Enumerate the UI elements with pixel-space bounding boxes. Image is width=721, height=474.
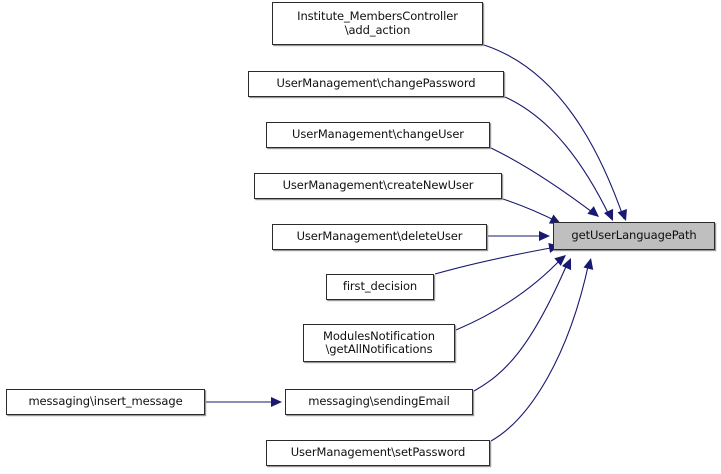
graph-node-deleteUser[interactable]: UserManagement\deleteUser (272, 224, 487, 250)
arrowhead-icon (583, 258, 594, 270)
graph-node-add_action[interactable]: Institute_MembersController \add_action (272, 2, 483, 45)
graph-edge-createNewUser-to-getUserLanguagePath (502, 198, 559, 223)
arrowhead-icon (539, 231, 550, 241)
graph-node-label: getUserLanguagePath (571, 228, 697, 243)
graph-edge-setPassword-to-getUserLanguagePath (490, 261, 590, 442)
graph-node-createNewUser[interactable]: UserManagement\createNewUser (254, 173, 502, 199)
arrowhead-icon (603, 208, 614, 221)
graph-node-label: UserManagement\setPassword (290, 445, 466, 460)
graph-node-label: UserManagement\deleteUser (296, 229, 463, 244)
graph-node-label: UserManagement\changeUser (292, 127, 464, 142)
arrowhead-icon (271, 397, 282, 407)
graph-node-setPassword[interactable]: UserManagement\setPassword (266, 440, 490, 466)
graph-node-label: messaging\sendingEmail (308, 394, 450, 409)
graph-node-getUserLanguagePath[interactable]: getUserLanguagePath (553, 222, 715, 250)
arrowhead-icon (554, 255, 566, 266)
graph-node-label: ModulesNotification \getAllNotifications (323, 328, 435, 356)
graph-edge-add_action-to-getUserLanguagePath (483, 44, 625, 220)
graph-edge-changePassword-to-getUserLanguagePath (504, 96, 612, 220)
graph-edge-changeUser-to-getUserLanguagePath (490, 147, 597, 216)
graph-node-insert_message[interactable]: messaging\insert_message (6, 389, 205, 415)
graph-edge-getAllNotifications-to-getUserLanguagePath (455, 257, 563, 331)
graph-node-first_decision[interactable]: first_decision (326, 274, 434, 300)
graph-node-changeUser[interactable]: UserManagement\changeUser (266, 122, 490, 148)
graph-node-sendingEmail[interactable]: messaging\sendingEmail (285, 389, 473, 415)
arrowhead-icon (561, 258, 572, 271)
graph-edge-first_decision-to-getUserLanguagePath (434, 246, 557, 275)
graph-node-label: first_decision (342, 279, 418, 294)
arrowhead-icon (587, 206, 599, 217)
arrowhead-icon (617, 208, 627, 221)
graph-edge-sendingEmail-to-getUserLanguagePath (473, 261, 569, 392)
graph-node-getAllNotifications[interactable]: ModulesNotification \getAllNotifications (303, 324, 455, 362)
graph-node-label: Institute_MembersController \add_action (297, 9, 458, 37)
graph-node-label: messaging\insert_message (28, 394, 183, 409)
graph-node-changePassword[interactable]: UserManagement\changePassword (248, 71, 504, 97)
graph-node-label: UserManagement\createNewUser (282, 178, 474, 193)
graph-node-label: UserManagement\changePassword (276, 76, 476, 91)
